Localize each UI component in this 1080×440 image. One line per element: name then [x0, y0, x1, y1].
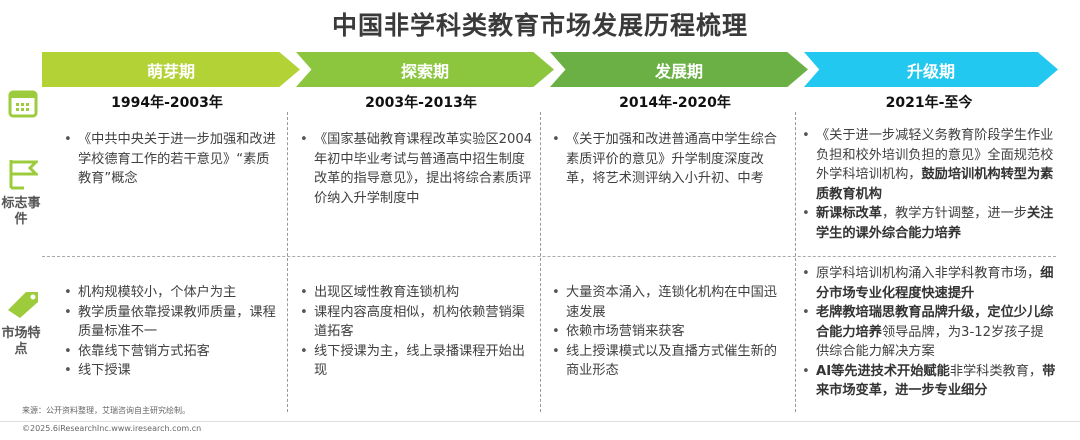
text: 线下授课: [78, 363, 131, 378]
text: 原学科培训机构涌入非学科教育市场，: [816, 266, 1041, 281]
bullet-item: 新课标改革，教学方针调整，进一步关注学生的课外综合能力培养: [800, 204, 1056, 243]
bullet-item: 依靠线下营销方式拓客: [62, 342, 276, 362]
events-cell-2: 《国家基础教育课程改革实验区2004年初中毕业考试与普通高中招生制度改革的指导意…: [298, 130, 534, 208]
bullet-item: 线下授课为主，线上录播课程开始出现: [298, 342, 534, 381]
bullet-item: 线上授课模式以及直播方式催生新的商业形态: [550, 342, 790, 381]
stage-arrow-1: 萌芽期: [42, 52, 300, 87]
bullet-item: 大量资本涌入，连锁化机构在中国迅速发展: [550, 283, 790, 322]
bold-text: 细分市场专业化程度快速提升: [816, 266, 1054, 301]
bullet-item: 《国家基础教育课程改革实验区2004年初中毕业考试与普通高中招生制度改革的指导意…: [298, 130, 534, 208]
bold-text: 带来市场变革，进一步专业细分: [816, 363, 1056, 399]
events-cell-4: 《关于进一步减轻义务教育阶段学生作业负担和校外培训负担的意见》全面规范校外学科培…: [800, 126, 1056, 243]
bullet-list: 大量资本涌入，连锁化机构在中国迅速发展依赖市场营销来获客线上授课模式以及直播方式…: [550, 283, 790, 381]
flag-icon: [8, 158, 40, 194]
text: 出现区域性教育连锁机构: [314, 285, 460, 300]
text: 非学科类教育，: [949, 363, 1043, 379]
text: 领导品牌，为3-12岁孩子提供综合能力解决方案: [816, 324, 1044, 360]
tag-icon: [6, 288, 40, 322]
bullet-item: 教学质量依靠授课教师质量，课程质量标准不一: [62, 303, 276, 342]
bullet-item: 《中共中央关于进一步加强和改进学校德育工作的若干意见》“素质教育”概念: [62, 130, 276, 189]
bullet-list: 《关于进一步减轻义务教育阶段学生作业负担和校外培训负担的意见》全面规范校外学科培…: [800, 126, 1056, 243]
text: 机构规模较小，个体户为主: [78, 285, 237, 300]
source-note: 来源：公开资料整理，艾瑞咨询自主研究绘制。: [22, 406, 190, 415]
period-2: 2003年-2013年: [365, 95, 477, 111]
bullet-item: 依赖市场营销来获客: [550, 322, 790, 342]
bullet-item: AI等先进技术开始赋能非学科类教育，带来市场变革，进一步专业细分: [800, 362, 1056, 401]
stage-arrow-2: 探索期: [296, 52, 554, 87]
bullet-item: 原学科培训机构涌入非学科教育市场，细分市场专业化程度快速提升: [800, 264, 1056, 303]
divider: [287, 112, 288, 412]
divider: [795, 112, 796, 412]
market-cell-1: 机构规模较小，个体户为主教学质量依靠授课教师质量，课程质量标准不一依靠线下营销方…: [62, 283, 276, 381]
bullet-list: 机构规模较小，个体户为主教学质量依靠授课教师质量，课程质量标准不一依靠线下营销方…: [62, 283, 276, 381]
text: ，教学方针调整，进一步: [881, 206, 1027, 221]
text: 依赖市场营销来获客: [566, 324, 685, 339]
calendar-icon: [8, 88, 38, 122]
text: 《关于加强和改进普通高中学生综合素质评价的意见》升学制度深度改革，将艺术测评纳入…: [566, 132, 777, 186]
divider: [42, 256, 1056, 257]
bullet-item: 《关于加强和改进普通高中学生综合素质评价的意见》升学制度深度改革，将艺术测评纳入…: [550, 130, 790, 189]
market-cell-4: 原学科培训机构涌入非学科教育市场，细分市场专业化程度快速提升老牌教培瑞思教育品牌…: [800, 264, 1056, 401]
bullet-item: 课程内容高度相似，机构依赖营销渠道拓客: [298, 303, 534, 342]
period-4: 2021年-至今: [885, 95, 973, 111]
bold-text: 鼓励培训机构转型为素质教育机构: [816, 167, 1054, 202]
page-title: 中国非学科类教育市场发展历程梳理: [331, 11, 748, 40]
copyright: ©2025.6iResearchInc.www.iresearch.com.cn: [22, 424, 202, 433]
period-1: 1994年-2003年: [111, 95, 223, 111]
bullet-item: 机构规模较小，个体户为主: [62, 283, 276, 303]
text: 《关于进一步减轻义务教育阶段学生作业负担和校外培训负担的意见》全面规范校外学科培…: [816, 128, 1054, 182]
divider: [540, 112, 541, 412]
text: 大量资本涌入，连锁化机构在中国迅速发展: [566, 285, 777, 320]
bold-text: 老牌教培瑞思教育品牌升级，定位少儿综合能力培养: [816, 305, 1054, 340]
bold-text: AI等先进技术开始赋能: [816, 363, 950, 379]
bullet-list: 《国家基础教育课程改革实验区2004年初中毕业考试与普通高中招生制度改革的指导意…: [298, 130, 534, 208]
text: 线上授课模式以及直播方式催生新的商业形态: [566, 343, 777, 379]
bullet-list: 《中共中央关于进一步加强和改进学校德育工作的若干意见》“素质教育”概念: [62, 130, 276, 189]
market-cell-3: 大量资本涌入，连锁化机构在中国迅速发展依赖市场营销来获客线上授课模式以及直播方式…: [550, 283, 790, 381]
events-cell-3: 《关于加强和改进普通高中学生综合素质评价的意见》升学制度深度改革，将艺术测评纳入…: [550, 130, 790, 189]
side-label-events: 标志事件: [1, 196, 41, 227]
stage-arrow-3: 发展期: [550, 52, 808, 87]
text: 课程内容高度相似，机构依赖营销渠道拓客: [314, 304, 525, 340]
bullet-item: 《关于进一步减轻义务教育阶段学生作业负担和校外培训负担的意见》全面规范校外学科培…: [800, 126, 1056, 204]
bold-text: 新课标改革: [816, 206, 882, 221]
bullet-list: 《关于加强和改进普通高中学生综合素质评价的意见》升学制度深度改革，将艺术测评纳入…: [550, 130, 790, 189]
bullet-item: 老牌教培瑞思教育品牌升级，定位少儿综合能力培养领导品牌，为3-12岁孩子提供综合…: [800, 303, 1056, 362]
market-cell-2: 出现区域性教育连锁机构课程内容高度相似，机构依赖营销渠道拓客线下授课为主，线上录…: [298, 283, 534, 381]
period-3: 2014年-2020年: [619, 95, 731, 111]
events-cell-1: 《中共中央关于进一步加强和改进学校德育工作的若干意见》“素质教育”概念: [62, 130, 276, 189]
bullet-item: 线下授课: [62, 361, 276, 381]
stage-arrow-4: 升级期: [804, 52, 1058, 87]
text: 线下授课为主，线上录播课程开始出现: [314, 343, 525, 379]
bullet-item: 出现区域性教育连锁机构: [298, 283, 534, 303]
text: 《中共中央关于进一步加强和改进学校德育工作的若干意见》“素质教育”概念: [78, 132, 276, 186]
bullet-list: 出现区域性教育连锁机构课程内容高度相似，机构依赖营销渠道拓客线下授课为主，线上录…: [298, 283, 534, 381]
bold-text: 关注学生的课外综合能力培养: [816, 206, 1054, 241]
bullet-list: 原学科培训机构涌入非学科教育市场，细分市场专业化程度快速提升老牌教培瑞思教育品牌…: [800, 264, 1056, 401]
footer-divider: [0, 421, 1080, 422]
text: 依靠线下营销方式拓客: [78, 343, 210, 359]
side-label-market: 市场特点: [1, 326, 41, 357]
text: 教学质量依靠授课教师质量，课程质量标准不一: [78, 304, 276, 340]
text: 《国家基础教育课程改革实验区2004年初中毕业考试与普通高中招生制度改革的指导意…: [314, 132, 533, 206]
